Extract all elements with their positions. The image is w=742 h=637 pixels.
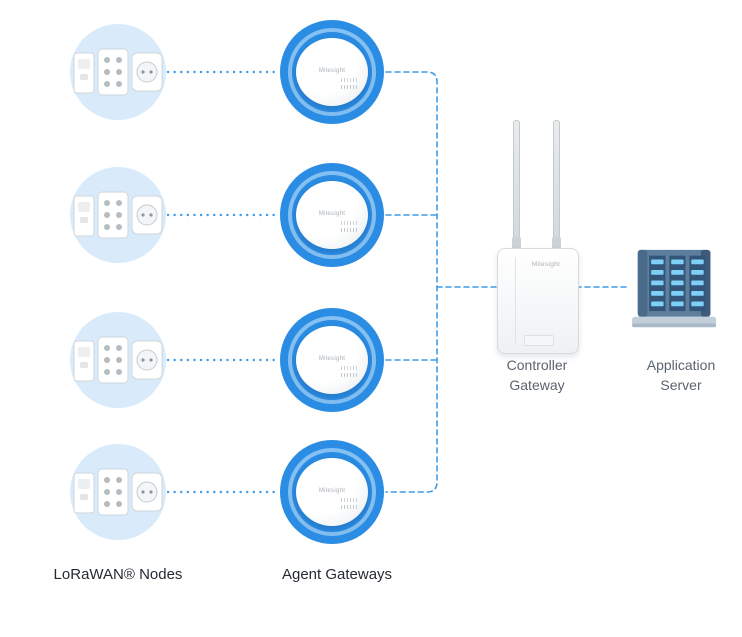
antenna-base-icon [512, 237, 521, 251]
sensor-devices-icon [73, 468, 163, 516]
connector-plate-icon [524, 335, 554, 346]
brand-label: Milesight [318, 487, 346, 494]
agent-gateway: Milesight [280, 440, 384, 544]
brand-label: Milesight [318, 67, 346, 74]
vent-marks-icon [341, 228, 358, 232]
agent-gateway: Milesight [280, 20, 384, 124]
button-panel-icon [97, 48, 129, 96]
button-panel-icon [97, 468, 129, 516]
button-panel-icon [97, 336, 129, 384]
controller-gateway-icon: Milesight [497, 120, 579, 354]
brand-label: Milesight [318, 210, 346, 217]
brand-label: Milesight [531, 261, 561, 268]
gateway-puck-icon: Milesight [296, 458, 368, 526]
sensor-devices-icon [73, 336, 163, 384]
antenna-base-icon [552, 237, 561, 251]
button-panel-icon [97, 191, 129, 239]
vent-marks-icon [341, 221, 358, 225]
vent-marks-icon [341, 366, 358, 370]
application-server-icon [632, 249, 717, 328]
smart-socket-icon [131, 52, 163, 92]
panel-seam [515, 257, 516, 345]
smart-socket-icon [131, 340, 163, 380]
controller-body: Milesight [497, 248, 579, 354]
gateway-ring [288, 316, 376, 404]
lorawan-node-cluster [70, 444, 166, 540]
lorawan-node-cluster [70, 24, 166, 120]
lorawan-nodes-label: LoRaWAN® Nodes [53, 566, 183, 583]
agent-gateways-label: Agent Gateways [281, 566, 393, 583]
door-sensor-icon [73, 195, 95, 237]
gateway-ring [288, 448, 376, 536]
door-sensor-icon [73, 52, 95, 94]
gateway-puck-icon: Milesight [296, 38, 368, 106]
server-rack-icon [632, 249, 717, 328]
smart-socket-icon [131, 195, 163, 235]
lorawan-node-cluster [70, 312, 166, 408]
brand-label: Milesight [318, 355, 346, 362]
vent-marks-icon [341, 373, 358, 377]
gateway-ring [288, 171, 376, 259]
sensor-devices-icon [73, 48, 163, 96]
antenna-icon [553, 120, 560, 246]
gateway-puck-icon: Milesight [296, 326, 368, 394]
door-sensor-icon [73, 340, 95, 382]
lorawan-node-cluster [70, 167, 166, 263]
gateway-ring [288, 28, 376, 116]
application-server-label: Application Server [646, 357, 716, 393]
door-sensor-icon [73, 472, 95, 514]
sensor-devices-icon [73, 191, 163, 239]
gateway-puck-icon: Milesight [296, 181, 368, 249]
vent-marks-icon [341, 498, 358, 502]
vent-marks-icon [341, 505, 358, 509]
vent-marks-icon [341, 78, 358, 82]
controller-gateway-label: Controller Gateway [506, 357, 568, 393]
agent-gateway: Milesight [280, 308, 384, 412]
smart-socket-icon [131, 472, 163, 512]
gateway-bus-line [385, 71, 438, 493]
agent-gateway: Milesight [280, 163, 384, 267]
vent-marks-icon [341, 85, 358, 89]
antenna-icon [513, 120, 520, 246]
